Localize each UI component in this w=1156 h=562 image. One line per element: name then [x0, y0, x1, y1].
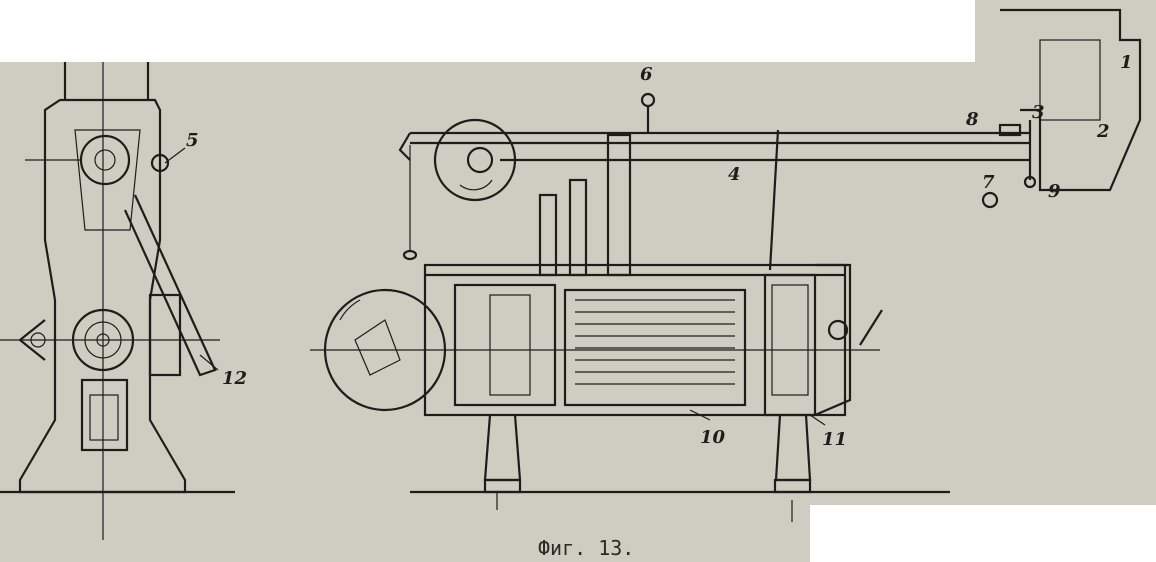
side-view-column	[0, 62, 220, 540]
label-9: 9	[1048, 181, 1061, 202]
figure-caption: Фиг. 13.	[538, 536, 634, 560]
label-12: 12	[222, 368, 247, 389]
front-view-machine	[164, 8, 1142, 522]
label-8: 8	[965, 109, 979, 130]
label-6: 6	[640, 64, 653, 85]
label-11: 11	[822, 429, 847, 450]
label-2: 2	[1096, 121, 1110, 142]
label-5: 5	[186, 130, 199, 151]
label-3: 3	[1032, 102, 1045, 123]
label-10: 10	[700, 427, 726, 448]
label-1: 1	[1120, 52, 1133, 73]
label-7: 7	[982, 172, 995, 193]
label-4: 4	[728, 164, 741, 185]
